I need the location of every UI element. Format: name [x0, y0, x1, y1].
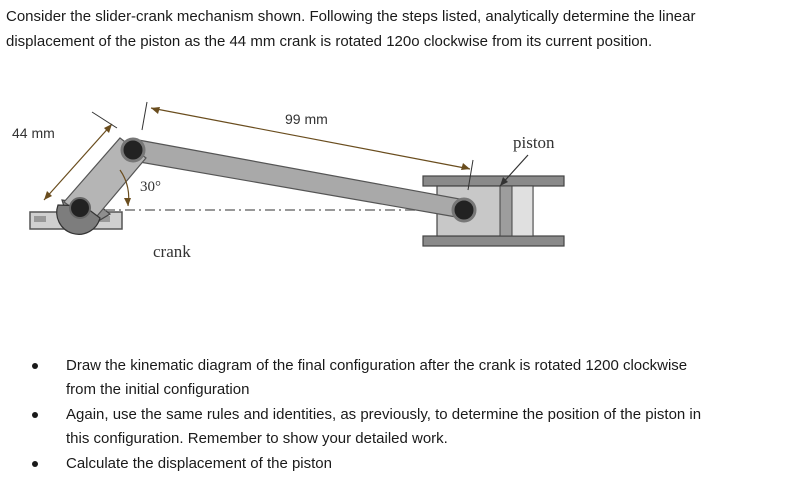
rod-length-label: 99 mm [285, 111, 328, 127]
angle-label: 30° [140, 179, 161, 195]
list-item: Draw the kinematic diagram of the final … [28, 354, 787, 402]
crank-rod-joint [120, 137, 146, 163]
list-item-line-2: this configuration. Remember to show you… [66, 430, 448, 447]
bullet-icon [32, 363, 38, 369]
slider-crank-figure: 44 mm 99 mm 30° crank piston [12, 101, 565, 261]
bullet-icon [32, 461, 38, 467]
rod-dimension-arrow [141, 101, 474, 191]
list-item: Calculate the displacement of the piston [28, 452, 787, 476]
question-text: Consider the slider-crank mechanism show… [6, 4, 786, 54]
list-item: Again, use the same rules and identities… [28, 403, 787, 451]
rod-piston-joint [451, 197, 477, 223]
crank-dimension-arrow [43, 111, 118, 201]
crank-label: crank [153, 242, 191, 261]
connecting-rod [127, 138, 466, 219]
list-item-line-1: Calculate the displacement of the piston [66, 455, 332, 472]
list-item-line-1: Again, use the same rules and identities… [66, 406, 702, 423]
question-line-2: displacement of the piston as the 44 mm … [6, 33, 653, 50]
instruction-list: Draw the kinematic diagram of the final … [28, 354, 787, 477]
list-item-line-1: Draw the kinematic diagram of the final … [66, 357, 688, 374]
piston-body [436, 185, 534, 237]
question-line-1: Consider the slider-crank mechanism show… [6, 8, 696, 25]
piston-label: piston [513, 133, 555, 152]
crank-pivot-joint [69, 197, 91, 219]
crank-length-label: 44 mm [12, 125, 55, 141]
list-item-line-2: from the initial configuration [66, 381, 250, 398]
bullet-icon [32, 412, 38, 418]
